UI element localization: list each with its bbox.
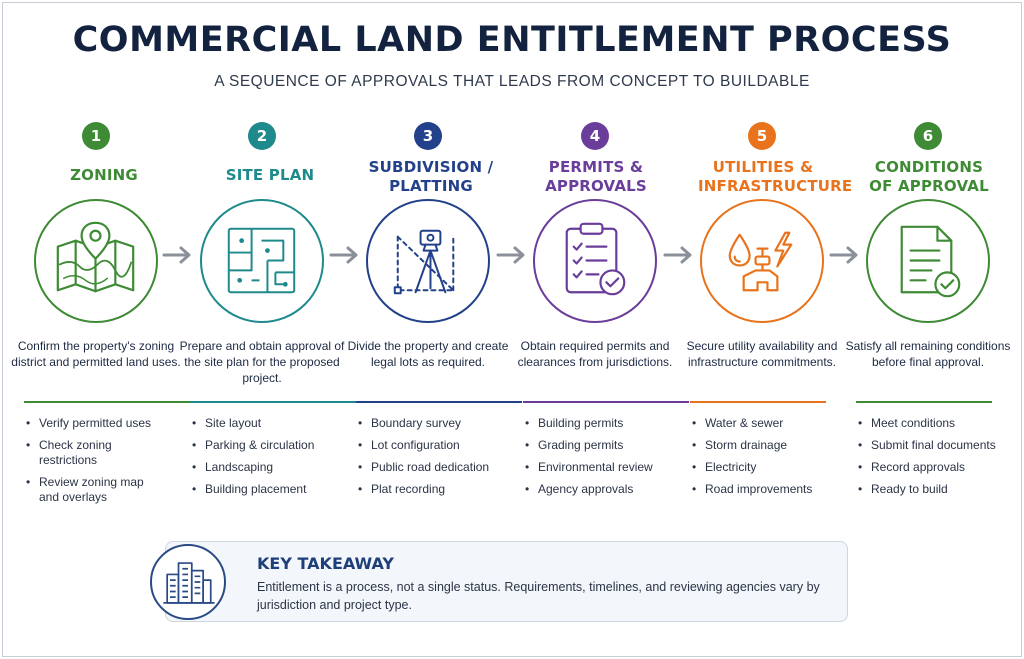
stage-checklist: Water & sewer Storm drainage Electricity… [692,416,852,504]
stage-checklist: Meet conditions Submit final documents R… [858,416,1008,504]
stage-title: SITE PLAN [225,166,315,184]
stage-number: 2 [248,122,276,150]
stage-checklist: Boundary survey Lot configuration Public… [358,416,518,504]
list-item: Storm drainage [692,438,852,453]
list-item: Road improvements [692,482,852,497]
stage-description: Obtain required permits and clearances f… [517,339,673,369]
page-subtitle: A SEQUENCE OF APPROVALS THAT LEADS FROM … [214,73,810,90]
survey-tripod-icon [393,229,455,295]
stage-divider [190,401,356,403]
list-item: Site layout [192,416,352,431]
stage-description: Secure utility availability and infrastr… [686,339,838,369]
list-item: Building placement [192,482,352,497]
utilities-water-power-icon [728,231,793,292]
key-takeaway-box [165,541,848,622]
stage-icon-circle [34,199,158,323]
stage-divider [690,401,826,403]
stage-title: CONDITIONS OF APPROVAL [869,158,989,195]
takeaway-text: Entitlement is a process, not a single s… [257,580,820,612]
arrow-right-icon [663,246,692,264]
stage-description: Divide the property and create legal lot… [347,339,509,369]
page-title: COMMERCIAL LAND ENTITLEMENT PROCESS [72,20,952,60]
list-item: Landscaping [192,460,352,475]
list-item: Agency approvals [525,482,685,497]
stage-number: 4 [581,122,609,150]
list-item: Plat recording [358,482,518,497]
list-item: Public road dedication [358,460,518,475]
stage-description: Confirm the property's zoning district a… [11,339,181,369]
stage-checklist: Building permits Grading permits Environ… [525,416,685,504]
list-item: Record approvals [858,460,1008,475]
stage-divider [24,401,190,403]
list-item: Verify permitted uses [26,416,186,431]
stage-checklist: Verify permitted uses Check zoning restr… [26,416,186,512]
stage-divider [356,401,522,403]
list-item: Check zoning restrictions [26,438,136,468]
stage-icon-circle [200,199,324,323]
list-item: Lot configuration [358,438,518,453]
arrow-right-icon [162,246,191,264]
stage-number: 6 [914,122,942,150]
stage-number: 3 [414,122,442,150]
list-item: Meet conditions [858,416,1008,431]
document-check-icon [900,225,961,298]
list-item: Electricity [692,460,852,475]
stage-divider [856,401,992,403]
list-item: Grading permits [525,438,685,453]
stage-description: Satisfy all remaining conditions before … [845,339,1011,369]
arrow-right-icon [496,246,525,264]
stage-icon-circle [366,199,490,323]
list-item: Water & sewer [692,416,852,431]
stage-number: 1 [82,122,110,150]
stage-divider [523,401,689,403]
stage-title: SUBDIVISION / PLATTING [368,158,494,195]
stage-icon-circle [866,199,990,323]
stage-title: ZONING [70,166,138,184]
list-item: Parking & circulation [192,438,352,453]
stage-title: UTILITIES & INFRASTRUCTURE [698,158,853,195]
list-item: Boundary survey [358,416,518,431]
stage-title: PERMITS & APPROVALS [545,158,647,195]
list-item: Submit final documents [858,438,1008,453]
arrow-right-icon [329,246,358,264]
map-pin-icon [56,221,135,293]
list-item: Review zoning map and overlays [26,475,146,505]
list-item: Building permits [525,416,685,431]
stage-number: 5 [748,122,776,150]
buildings-icon [163,562,215,604]
clipboard-check-icon [565,222,626,296]
stage-description: Prepare and obtain approval of the site … [179,339,345,385]
arrow-right-icon [829,246,858,264]
takeaway-icon-circle [150,544,226,620]
stage-icon-circle [700,199,824,323]
list-item: Environmental review [525,460,685,475]
site-plan-blueprint-icon [227,227,296,294]
stage-icon-circle [533,199,657,323]
list-item: Ready to build [858,482,1008,497]
takeaway-title: KEY TAKEAWAY [257,554,394,573]
stage-checklist: Site layout Parking & circulation Landsc… [192,416,352,504]
